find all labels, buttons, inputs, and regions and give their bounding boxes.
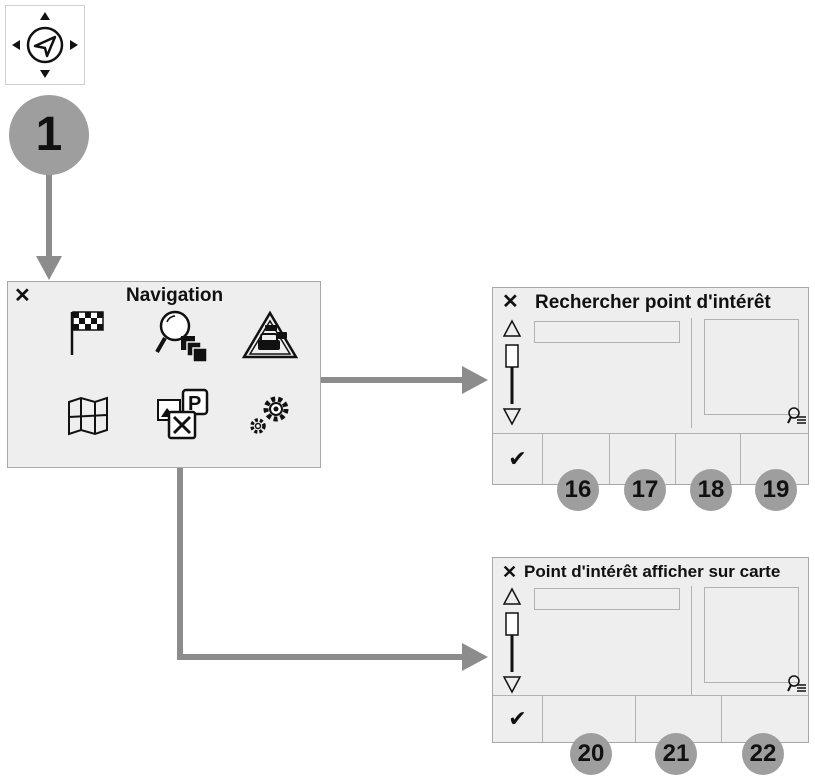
map-preview	[704, 587, 799, 683]
scroll-down-icon	[502, 408, 522, 426]
step-arrow-head	[36, 256, 62, 280]
close-icon[interactable]: ✕	[502, 291, 519, 313]
poi-search-list-icon[interactable]	[787, 406, 807, 426]
arrow-to-show-poi	[177, 448, 466, 660]
callout-badge: 20	[570, 733, 612, 775]
panel-title: Navigation	[126, 285, 224, 306]
navigation-joystick-icon	[12, 12, 78, 78]
close-icon[interactable]: ✕	[502, 562, 518, 582]
poi-search-icon[interactable]	[153, 304, 213, 366]
search-poi-panel: ✕ Rechercher point d'intérêt ✔	[492, 287, 809, 485]
softkey-button-21[interactable]	[636, 696, 722, 742]
scroll-thumb	[505, 612, 519, 636]
arrow-head-search-poi	[462, 366, 488, 394]
scroll-up-icon	[502, 587, 522, 605]
panel-title: Point d'intérêt afficher sur carte	[524, 562, 781, 581]
poi-search-list-icon[interactable]	[787, 674, 807, 694]
button-bar: ✔	[493, 433, 808, 484]
poi-categories-icon[interactable]: P	[155, 386, 215, 442]
traffic-icon[interactable]	[241, 310, 299, 360]
callout-badge: 19	[755, 469, 797, 511]
svg-text:P: P	[188, 393, 201, 415]
button-bar: ✔	[493, 695, 808, 742]
map-preview	[704, 319, 799, 415]
divider	[691, 586, 692, 696]
navigation-joystick-button[interactable]	[5, 5, 85, 85]
softkey-button-20[interactable]	[543, 696, 636, 742]
arrow-head-show-poi	[462, 643, 488, 671]
scroll-thumb	[505, 344, 519, 368]
scroll-down-icon	[502, 676, 522, 694]
check-icon[interactable]: ✔	[493, 696, 543, 742]
poi-list-field[interactable]	[534, 588, 680, 610]
divider	[691, 318, 692, 428]
softkey-button-18[interactable]	[676, 434, 741, 484]
navigation-menu-panel: ✕ Navigation	[7, 281, 321, 468]
callout-badge: 18	[690, 469, 732, 511]
softkey-button-16[interactable]	[543, 434, 610, 484]
show-poi-on-map-panel: ✕ Point d'intérêt afficher sur carte ✔	[492, 557, 809, 743]
callout-badge: 17	[624, 469, 666, 511]
destination-flag-icon[interactable]	[68, 308, 108, 356]
panel-title: Rechercher point d'intérêt	[535, 292, 771, 313]
callout-badge: 22	[742, 733, 784, 775]
step-badge: 1	[9, 95, 89, 175]
scroll-up-icon	[502, 319, 522, 337]
softkey-button-17[interactable]	[610, 434, 676, 484]
callout-badge: 21	[655, 733, 697, 775]
close-icon[interactable]: ✕	[14, 285, 31, 307]
settings-gears-icon[interactable]	[246, 392, 296, 438]
scrollbar[interactable]	[501, 318, 523, 428]
callout-badge: 16	[557, 469, 599, 511]
scrollbar[interactable]	[501, 586, 523, 696]
check-icon[interactable]: ✔	[493, 434, 543, 484]
poi-list-field[interactable]	[534, 321, 680, 343]
map-icon[interactable]	[66, 396, 110, 436]
